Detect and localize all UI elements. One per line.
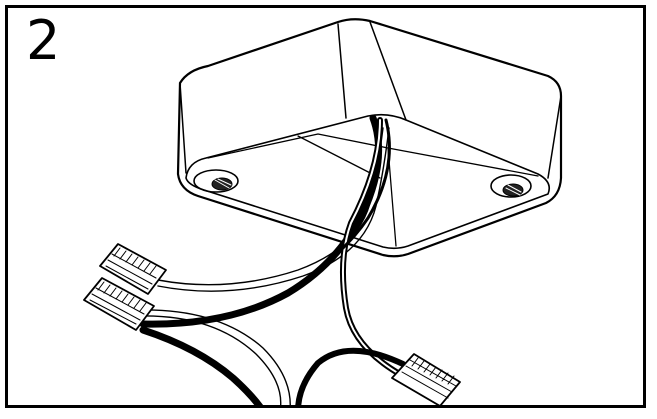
connector-lower-left xyxy=(83,277,155,331)
connector-right xyxy=(391,353,461,405)
cables xyxy=(139,114,406,405)
step-number: 2 xyxy=(26,9,61,72)
screw-right xyxy=(490,174,532,198)
junction-box xyxy=(176,18,563,258)
instruction-frame: 2 xyxy=(5,5,646,408)
screw-left xyxy=(193,169,239,193)
connector-upper-left xyxy=(99,243,167,295)
junction-box-illustration xyxy=(83,18,563,405)
thin-wires xyxy=(137,127,390,405)
